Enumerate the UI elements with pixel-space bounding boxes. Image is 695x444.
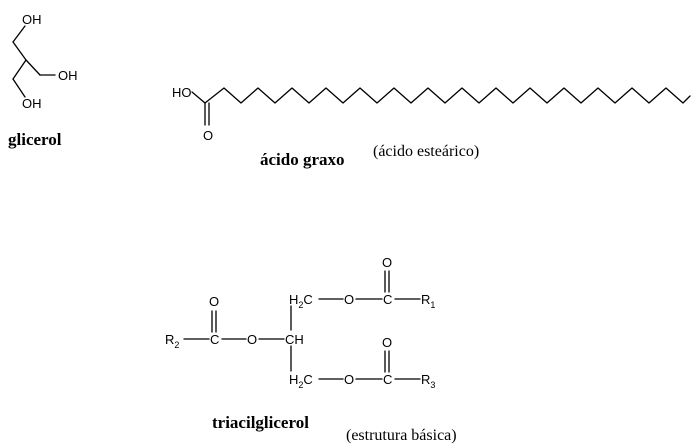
glycerol-bond-3 (12, 59, 27, 80)
tag-c-left: C (210, 332, 219, 347)
tag-o-bottom: O (382, 335, 392, 350)
tag-o-link-left: O (247, 332, 257, 347)
fatty-acid-chain (204, 87, 691, 104)
tag-r3: R3 (421, 372, 435, 390)
tag-h2c-bot: H2C (289, 372, 313, 390)
glycerol-caption: glicerol (8, 130, 62, 149)
glycerol-structure: OH OH OH glicerol (8, 12, 78, 149)
fatty-acid-caption: ácido graxo (260, 150, 345, 169)
glycerol-bond-4 (12, 78, 26, 98)
tag-r1: R1 (421, 292, 435, 310)
glycerol-oh-bottom: OH (22, 96, 42, 111)
glycerol-oh-mid: OH (58, 68, 78, 83)
fatty-acid-ho: HO (172, 85, 192, 100)
fatty-acid-structure: HO O ácido graxo (ácido esteárico) (172, 85, 691, 169)
glycerol-oh-top: OH (22, 12, 42, 27)
glycerol-bond-2 (12, 41, 27, 61)
tag-o-link-top: O (344, 292, 354, 307)
tag-caption: triacilglicerol (212, 413, 309, 432)
tag-o-left: O (209, 294, 219, 309)
tag-note: (estrutura básica) (346, 427, 457, 444)
triacylglycerol-structure: H2C O C O R1 R2 C O O CH H2C O C O R3 (165, 255, 457, 444)
fatty-acid-bond-ho (191, 91, 206, 104)
tag-ch: CH (285, 332, 304, 347)
glycerol-bond-oh (25, 59, 41, 76)
tag-r2: R2 (165, 332, 179, 350)
tag-c-top: C (383, 292, 392, 307)
tag-o-link-bot: O (344, 372, 354, 387)
tag-c-bot: C (383, 372, 392, 387)
fatty-acid-o: O (203, 128, 213, 143)
glycerol-bond-1 (12, 25, 26, 43)
fatty-acid-note: (ácido esteárico) (373, 143, 479, 160)
tag-o-top: O (382, 255, 392, 270)
tag-h2c-top: H2C (289, 292, 313, 310)
